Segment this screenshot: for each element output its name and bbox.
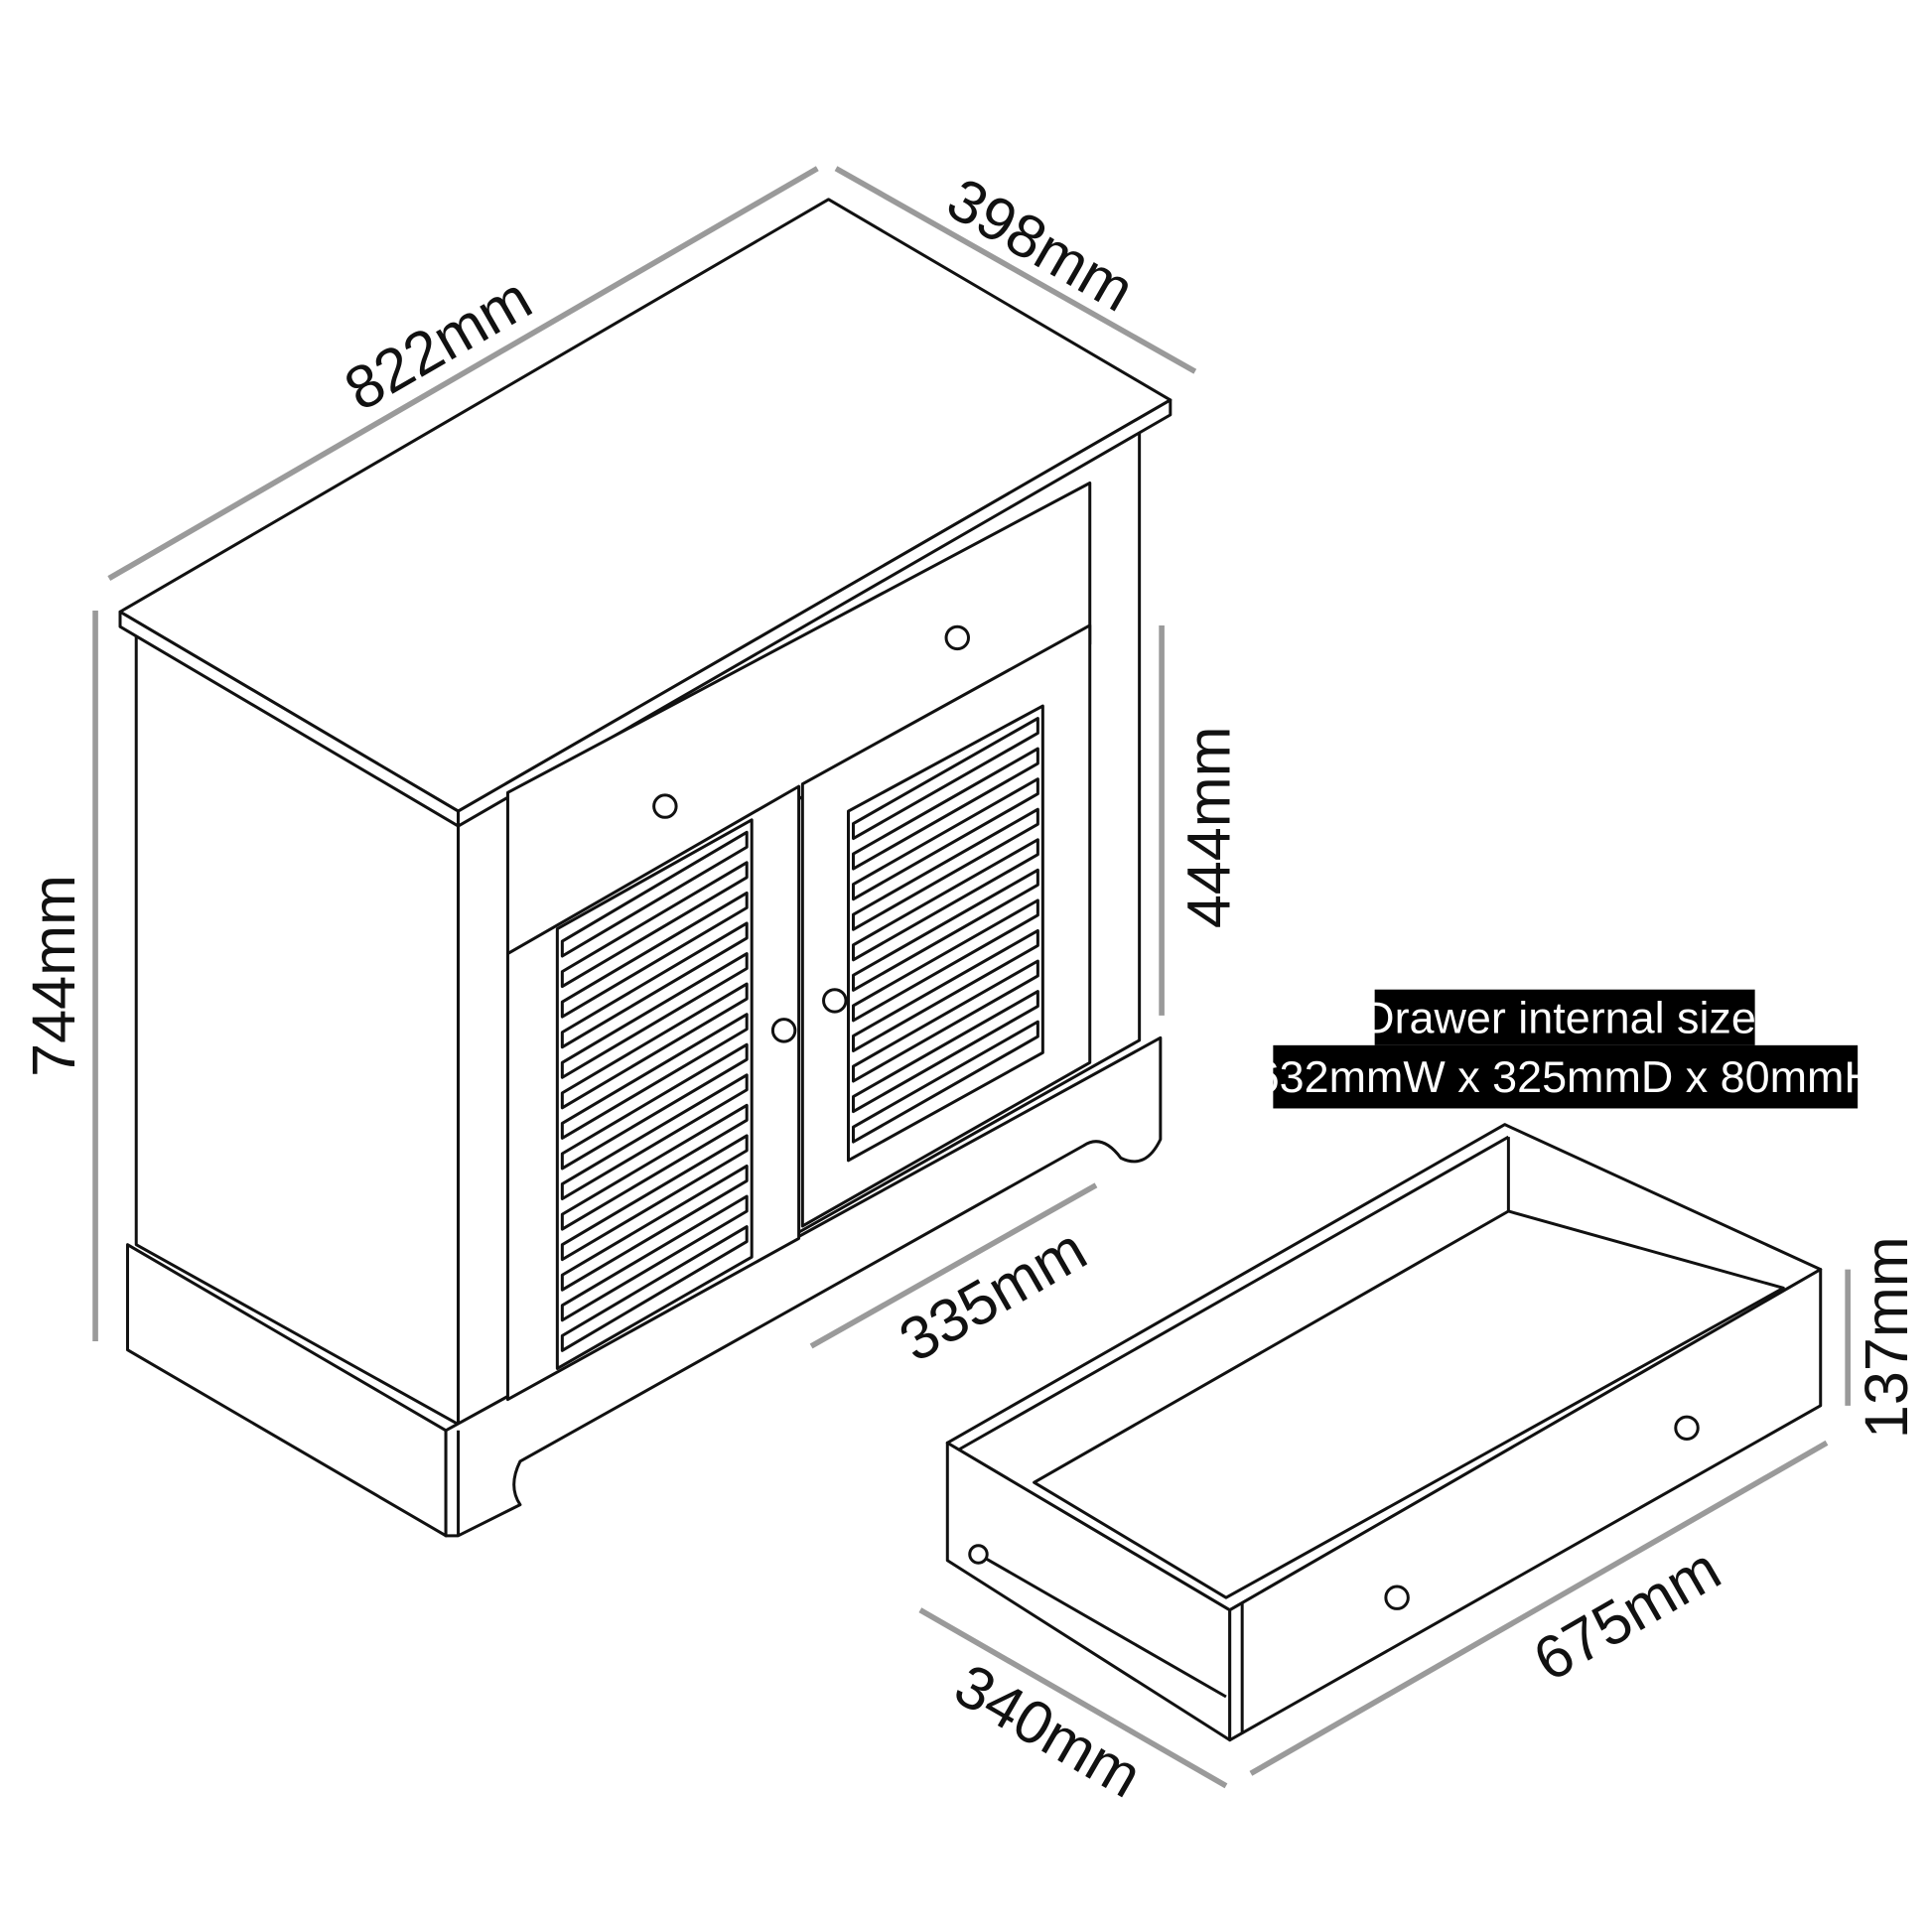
note-bg-line1 xyxy=(1374,989,1755,1045)
drawer-inner-edge xyxy=(959,1135,1510,1450)
door-knob xyxy=(822,988,848,1014)
louvre-slats xyxy=(560,717,1039,1352)
louvre-slat xyxy=(560,861,749,989)
louvre-slat xyxy=(560,891,749,1019)
runner-wheel xyxy=(968,1544,989,1565)
height-label: 744mm xyxy=(20,875,87,1077)
louvre-slat xyxy=(560,830,749,958)
drawer xyxy=(945,1123,1823,1742)
louvre-slat xyxy=(560,921,749,1049)
drawer-internal-size-note: Drawer internal size: 632mmW x 325mmD x … xyxy=(1255,989,1876,1109)
louvre-slat xyxy=(560,1042,749,1171)
louvre-slat xyxy=(851,838,1039,962)
drawer-depth-label: 340mm xyxy=(944,1651,1153,1811)
louvre-slat xyxy=(560,1013,749,1140)
louvre-slat xyxy=(851,807,1039,931)
louvre-slat xyxy=(560,982,749,1110)
louvre-slat xyxy=(851,990,1039,1114)
dim-line-cupboard-depth xyxy=(809,1182,1098,1349)
dim-line-drawer-width xyxy=(1249,1440,1829,1776)
louvre-slat xyxy=(851,747,1039,871)
louvre-slat xyxy=(851,1020,1039,1144)
louvre-slat xyxy=(560,1103,749,1231)
louvre-slat xyxy=(851,717,1039,841)
note-bg-line2 xyxy=(1273,1044,1859,1109)
louvre-slat xyxy=(851,959,1039,1083)
louvre-slat xyxy=(851,868,1039,992)
drawer-knob xyxy=(1384,1585,1410,1610)
drawer-front-panel xyxy=(1228,1268,1823,1742)
drawer-knob xyxy=(944,624,970,651)
dim-line-width xyxy=(107,166,819,581)
drawer-height-label: 137mm xyxy=(1853,1236,1920,1439)
note-line1: Drawer internal size: xyxy=(1362,992,1768,1042)
louvre-slat xyxy=(851,777,1039,901)
door-knob xyxy=(770,1018,797,1043)
dim-line-drawer-depth xyxy=(918,1607,1228,1789)
note-line2: 632mmW x 325mmD x 80mmH xyxy=(1255,1051,1876,1102)
dimension-lines xyxy=(92,166,1851,1789)
louvre-slat xyxy=(851,928,1039,1052)
top-right-edge xyxy=(457,398,1173,828)
louvre-slat xyxy=(560,1073,749,1201)
sideboard xyxy=(118,198,1173,1538)
louvre-slat xyxy=(560,1134,749,1262)
drawer-bottom xyxy=(1033,1209,1785,1599)
drawer-knob xyxy=(1674,1415,1700,1442)
louvre-slat xyxy=(560,952,749,1079)
drawer-knob xyxy=(652,793,678,819)
louvre-slat xyxy=(560,1194,749,1322)
cupboard-height-label: 444mm xyxy=(1175,726,1243,928)
plinth-front xyxy=(444,1035,1163,1538)
louvre-slat xyxy=(560,1164,749,1292)
louvre-slat xyxy=(851,898,1039,1023)
drawer-runner xyxy=(977,1553,1227,1699)
louvre-slat xyxy=(560,1225,749,1352)
dim-line-depth xyxy=(834,166,1197,374)
